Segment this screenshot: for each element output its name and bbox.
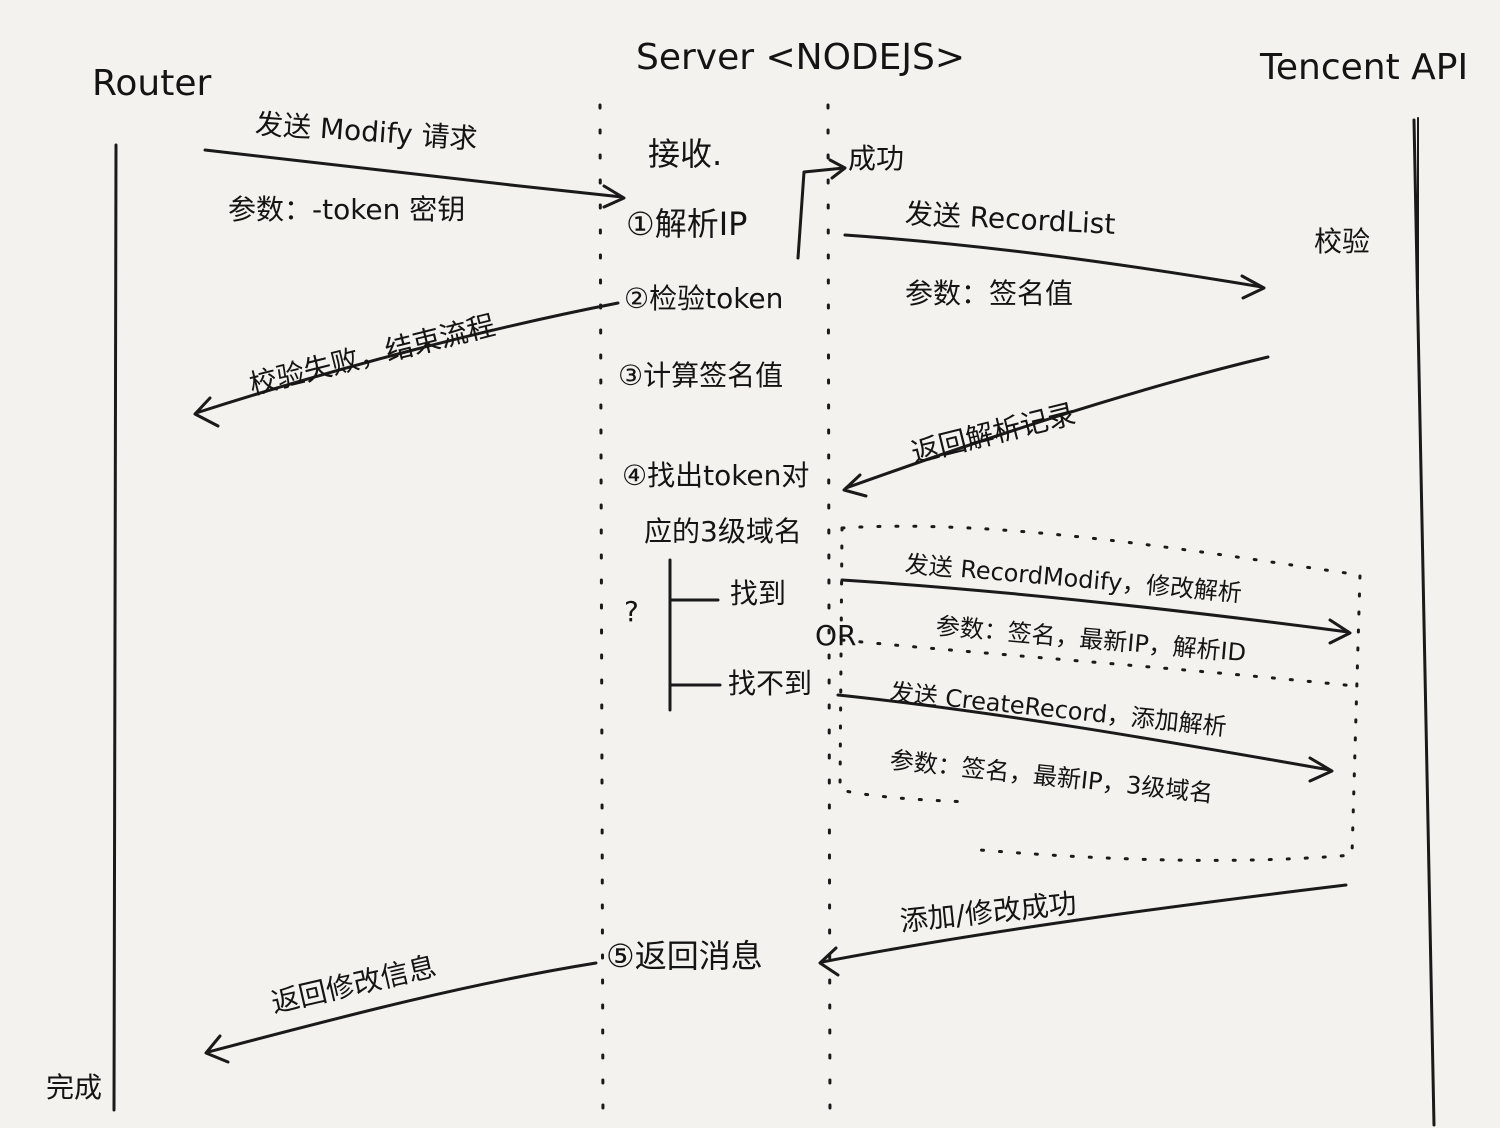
server-step3: ③计算签名值 — [618, 359, 784, 392]
arrow-create-record — [836, 693, 1332, 772]
dotted-box-mid — [840, 638, 1357, 688]
server-question: ? — [624, 595, 639, 628]
arrowhead-success — [828, 158, 847, 180]
arrowhead-recordlist — [1240, 274, 1266, 300]
arrow-add-success — [820, 883, 1348, 964]
router-lifeline — [111, 143, 118, 1112]
actor-router: Router — [92, 63, 212, 104]
arrowhead-add-success — [818, 946, 840, 977]
server-not-found: 找不到 — [728, 667, 813, 700]
label-done: 完成 — [46, 1071, 103, 1104]
server-step4-line1: ④找出token对 — [622, 459, 810, 492]
branch-bracket — [668, 558, 722, 712]
label-verify: 校验 — [1314, 225, 1371, 258]
server-step4-line2: 应的3级域名 — [644, 515, 802, 548]
server-lifeline-right — [826, 103, 832, 1127]
label-recordlist-params: 参数：签名值 — [905, 277, 1074, 310]
label-success: 成功 — [848, 142, 905, 175]
label-or: OR — [815, 619, 857, 652]
arrow-return-records — [844, 355, 1270, 490]
arrow-send-modify — [203, 148, 624, 199]
server-lifeline-left — [598, 103, 605, 1127]
server-found: 找到 — [730, 577, 787, 610]
arrow-record-modify — [840, 578, 1350, 634]
arrowhead-create-record — [1308, 756, 1334, 783]
actor-tencent: Tencent API — [1260, 47, 1469, 88]
server-step2: ②检验token — [624, 282, 784, 315]
arrowhead-return-records — [842, 473, 868, 498]
arrowhead-return-info — [204, 1034, 230, 1064]
server-receive: 接收. — [648, 135, 723, 173]
actor-server: Server <NODEJS> — [636, 37, 966, 78]
arrowhead-send-modify — [602, 184, 626, 209]
label-send-modify-params: 参数：-token 密钥 — [228, 193, 466, 226]
server-step1: ①解析IP — [626, 205, 748, 243]
success-bracket — [796, 166, 846, 260]
dotted-box — [838, 524, 1362, 862]
arrow-fail — [194, 301, 620, 415]
arrowhead-fail — [193, 396, 220, 428]
arrow-return-info — [206, 961, 598, 1054]
arrow-recordlist — [843, 233, 1264, 289]
arrowhead-record-modify — [1328, 618, 1352, 645]
tencent-lifeline — [1412, 118, 1436, 1127]
server-step5: ⑤返回消息 — [606, 937, 763, 975]
